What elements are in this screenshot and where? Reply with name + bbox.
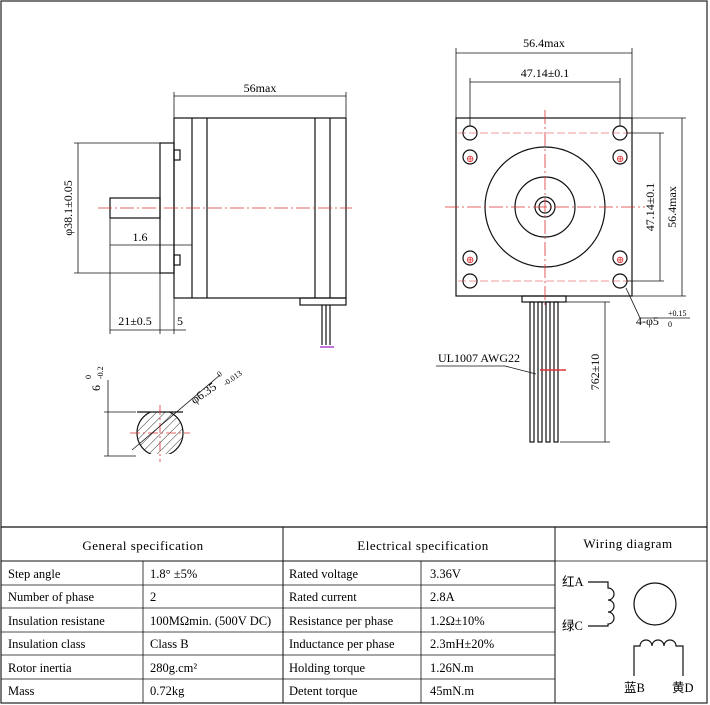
mount-hole	[612, 149, 628, 165]
shaft-length-label: 21±0.5	[118, 314, 152, 328]
wire-d-label: 黄D	[672, 681, 694, 695]
diameter-tol-lower: -0.013	[222, 369, 244, 388]
diameter-tol-upper: 0	[215, 369, 223, 379]
electrical-row-value: 2.8A	[430, 590, 455, 604]
general-row-value: 0.72kg	[150, 684, 185, 698]
front-view	[455, 117, 633, 443]
general-row-label: Insulation class	[8, 637, 86, 651]
flat-dim-group: 6 0 -0.2	[84, 366, 105, 391]
side-dimensions	[74, 92, 347, 334]
mount-hole	[612, 250, 628, 266]
electrical-row-value: 1.26N.m	[430, 661, 474, 675]
general-row-label: Rotor inertia	[8, 661, 72, 675]
electrical-row-value: 45mN.m	[430, 684, 474, 698]
coil-ac	[588, 581, 615, 627]
general-row-value: 1.8° ±5%	[150, 567, 197, 581]
spec-table	[1, 526, 707, 703]
wire-label: UL1007 AWG22	[438, 351, 520, 365]
electrical-row-label: Resistance per phase	[289, 614, 394, 628]
electrical-row-value: 1.2Ω±10%	[430, 614, 485, 628]
wire-b-label: 蓝B	[624, 681, 645, 695]
flat-tol-upper: 0	[84, 375, 93, 379]
flange-label: 5	[177, 314, 183, 328]
holes-tol-lower: 0	[668, 320, 672, 329]
wiring-diagram	[588, 581, 684, 676]
front-height-label: 56.4max	[665, 186, 679, 228]
front-width-label: 56.4max	[523, 36, 565, 50]
general-row-value: 100MΩmin. (500V DC)	[150, 614, 271, 628]
general-row-value: 2	[150, 590, 156, 604]
wire-c-label: 绿C	[562, 618, 583, 633]
electrical-row-value: 3.36V	[430, 567, 461, 581]
electrical-row-label: Inductance per phase	[289, 637, 395, 651]
general-spec-header: General specification	[82, 538, 203, 553]
flat-label: 6	[89, 385, 103, 391]
flat-tol-lower: -0.2	[96, 366, 105, 379]
general-row-value: Class B	[150, 637, 189, 651]
electrical-row-value: 2.3mH±20%	[430, 637, 494, 651]
general-row-label: Step angle	[8, 567, 61, 581]
svg-text:⊕: ⊕	[466, 255, 474, 266]
svg-text:⊕: ⊕	[466, 154, 474, 165]
front-dimensions	[436, 48, 690, 443]
electrical-spec-header: Electrical specification	[357, 538, 488, 553]
electrical-row-label: Holding torque	[289, 661, 365, 675]
general-row-value: 280g.cm²	[150, 661, 197, 675]
holes-label: 4-φ5	[636, 314, 659, 328]
screw-marks: ⊕ ⊕ ⊕ ⊕	[466, 154, 624, 266]
mount-hole	[462, 250, 478, 266]
wiring-diagram-header: Wiring diagram	[583, 536, 672, 551]
side-length-label: 56max	[244, 81, 277, 95]
general-row-label: Insulation resistane	[8, 614, 105, 628]
electrical-row-label: Rated current	[289, 590, 357, 604]
holes-tol-upper: +0.15	[668, 309, 687, 318]
general-row-label: Number of phase	[8, 590, 95, 604]
section-diameter-label: φ6.35	[188, 379, 219, 406]
motor-symbol	[633, 582, 677, 626]
general-row-label: Mass	[8, 684, 35, 698]
boss-depth-label: 1.6	[133, 230, 148, 244]
lead-length-label: 762±10	[588, 354, 602, 391]
svg-text:⊕: ⊕	[616, 255, 624, 266]
shaft-section	[104, 374, 221, 462]
wire-a-label: 红A	[562, 574, 584, 589]
coil-bd	[633, 639, 684, 676]
hole-pitch-y-label: 47.14±0.1	[643, 183, 657, 232]
electrical-row-label: Detent torque	[289, 684, 358, 698]
hole-pitch-x-label: 47.14±0.1	[521, 66, 570, 80]
side-diameter-label: φ38.1±0.05	[61, 180, 75, 236]
svg-text:⊕: ⊕	[616, 154, 624, 165]
mount-hole	[462, 149, 478, 165]
electrical-row-label: Rated voltage	[289, 567, 359, 581]
diameter-dim-group: φ6.35 0 -0.013	[188, 369, 244, 407]
